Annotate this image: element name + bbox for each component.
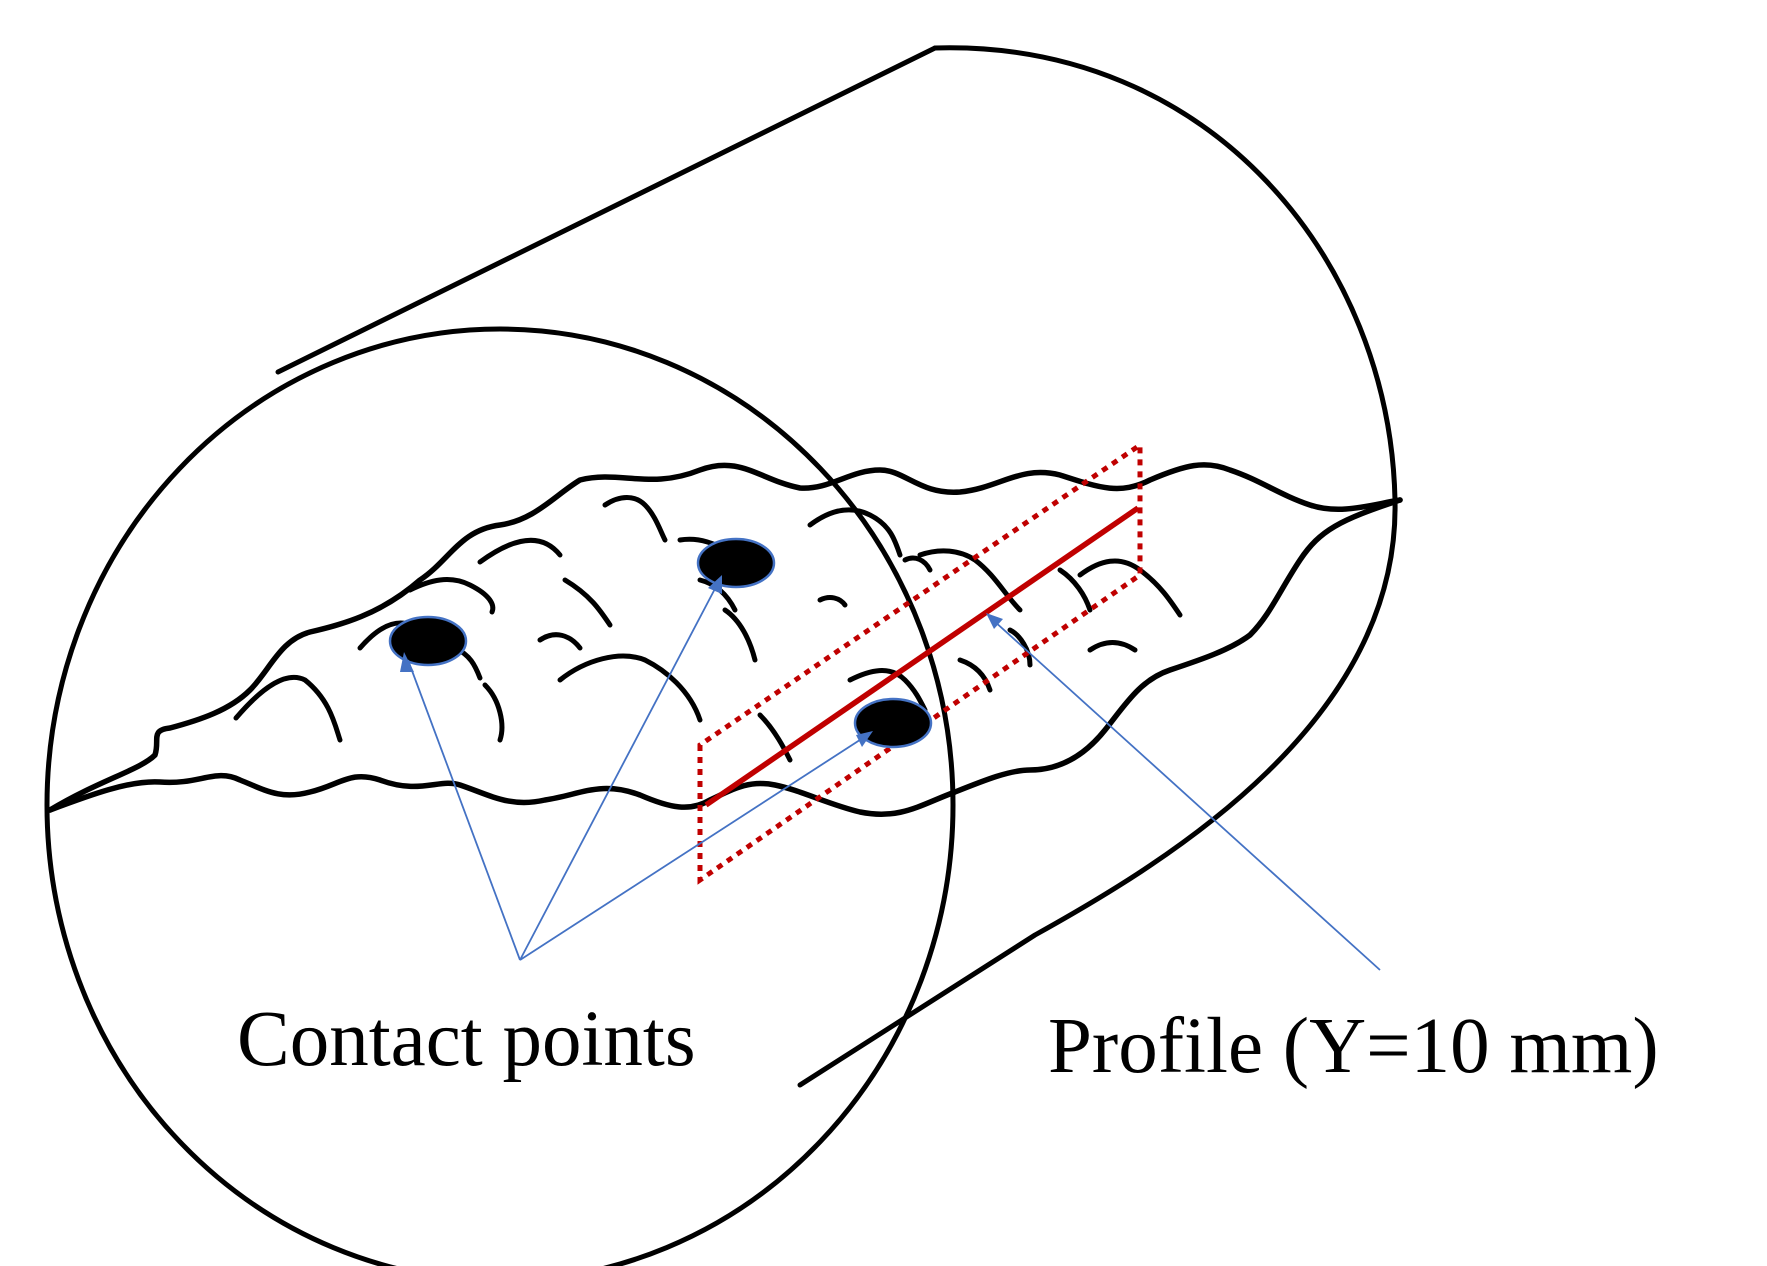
contact-pointer-arrow [519,582,719,961]
cylinder-front-face [44,326,956,1266]
asperity-ridge [807,507,903,558]
asperity-ridge [957,657,993,693]
asperity-ridge [722,607,758,663]
asperity-ridge [757,712,793,763]
arrowhead-icon [856,731,873,747]
asperity-ridge [477,537,563,565]
leader-lines [400,575,1381,971]
asperity-ridge [817,595,848,608]
fracture-upper-trace [47,462,1403,813]
profile-line [704,505,1140,808]
asperity-ridge [482,682,505,743]
fracture-surface [47,462,1403,817]
contact-pointer-arrow [519,735,867,961]
contact-points [388,537,933,749]
asperity-strokes [233,495,1183,763]
contact-point [388,615,468,667]
arrowhead-icon [708,575,722,594]
asperity-ridge [847,668,928,713]
contact-points-label: Contact points [237,996,696,1083]
asperity-ridge [902,555,933,573]
fracture-lower-trace [47,497,1403,817]
profile-dotted-outline [697,440,1143,885]
asperity-ridge [697,577,738,613]
asperity-ridge [1057,567,1093,613]
asperity-ridge [557,653,703,723]
profile-label: Profile (Y=10 mm) [1048,1003,1659,1090]
contact-pointer-arrow [407,659,521,961]
arrowhead-icon [986,613,1003,629]
asperity-ridge [562,577,613,628]
cylinder-top-edge [275,45,938,375]
contact-point [853,697,933,749]
arrowhead-icon [400,652,414,672]
asperity-ridge [602,495,668,543]
asperity-ridge [1007,627,1033,668]
profile-marker [697,440,1143,885]
asperity-ridge [233,674,343,743]
contact-point [696,537,776,589]
asperity-ridge [537,632,583,651]
asperity-ridge [1087,640,1138,653]
asperity-ridge [407,577,496,615]
profile-pointer-arrow [992,619,1381,971]
